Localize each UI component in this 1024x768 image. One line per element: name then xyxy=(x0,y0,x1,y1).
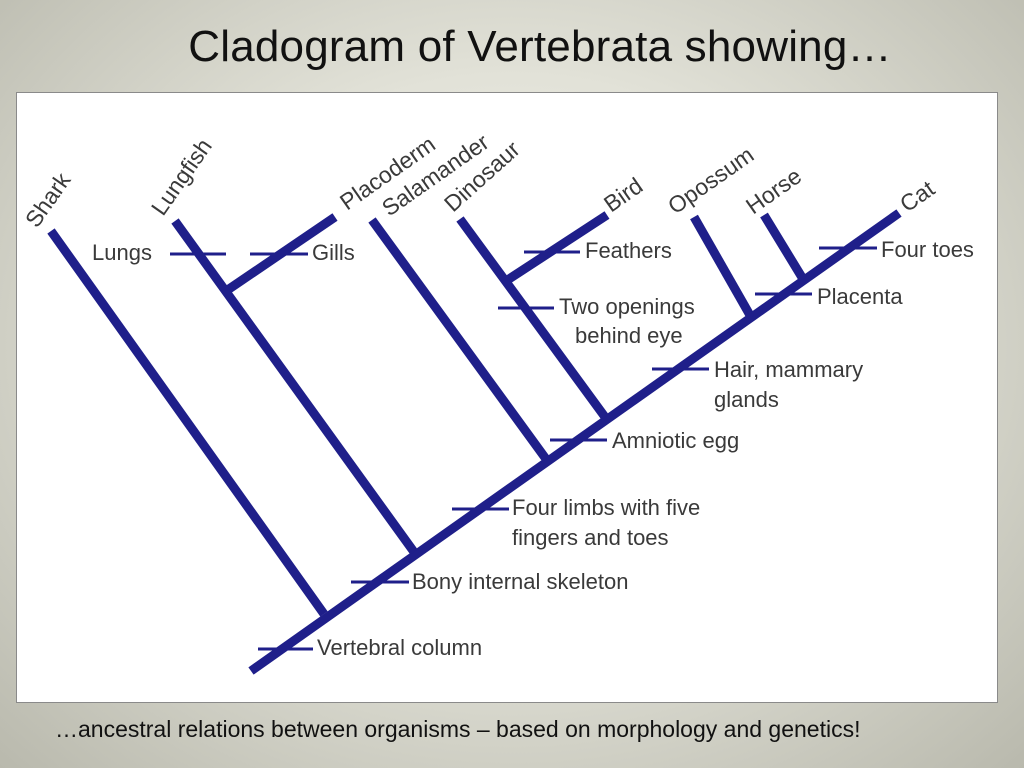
taxon-label-bird: Bird xyxy=(599,172,647,217)
branch-opossum xyxy=(690,214,755,320)
trait-label-bony-skeleton: Bony internal skeleton xyxy=(412,569,628,594)
trait-label-four-limbs-2: fingers and toes xyxy=(512,525,669,550)
taxon-label-opossum: Opossum xyxy=(663,141,759,219)
trait-label-gills: Gills xyxy=(312,240,355,265)
trait-label-lungs: Lungs xyxy=(92,240,152,265)
trait-label-two-openings-1: Two openings xyxy=(559,294,695,319)
branch-salamander xyxy=(368,217,550,462)
cladogram-panel: Vertebral column Bony internal skeleton … xyxy=(16,92,998,703)
trait-label-hair-mammary-2: glands xyxy=(714,387,779,412)
trait-label-four-limbs-1: Four limbs with five xyxy=(512,495,700,520)
taxon-label-horse: Horse xyxy=(741,163,806,219)
trait-label-hair-mammary-1: Hair, mammary xyxy=(714,357,863,382)
trait-label-vertebral-column: Vertebral column xyxy=(317,635,482,660)
branch-shark xyxy=(47,228,328,617)
branch-bird xyxy=(506,211,610,283)
cladogram-diagram: Vertebral column Bony internal skeleton … xyxy=(20,128,974,675)
trait-label-amniotic-egg: Amniotic egg xyxy=(612,428,739,453)
trait-label-feathers: Feathers xyxy=(585,238,672,263)
branch-lungfish xyxy=(171,218,418,555)
trait-label-four-toes: Four toes xyxy=(881,237,974,262)
slide-caption: …ancestral relations between organisms –… xyxy=(55,716,861,742)
trait-label-placenta: Placenta xyxy=(817,284,903,309)
branch-horse xyxy=(760,212,807,282)
taxon-label-shark: Shark xyxy=(20,167,76,232)
taxon-label-cat: Cat xyxy=(895,175,940,217)
trait-label-two-openings-2: behind eye xyxy=(575,323,683,348)
slide-title: Cladogram of Vertebrata showing… xyxy=(188,22,892,71)
main-trunk xyxy=(248,209,902,675)
taxon-label-lungfish: Lungfish xyxy=(146,134,217,220)
branch-dinosaur xyxy=(456,216,609,420)
